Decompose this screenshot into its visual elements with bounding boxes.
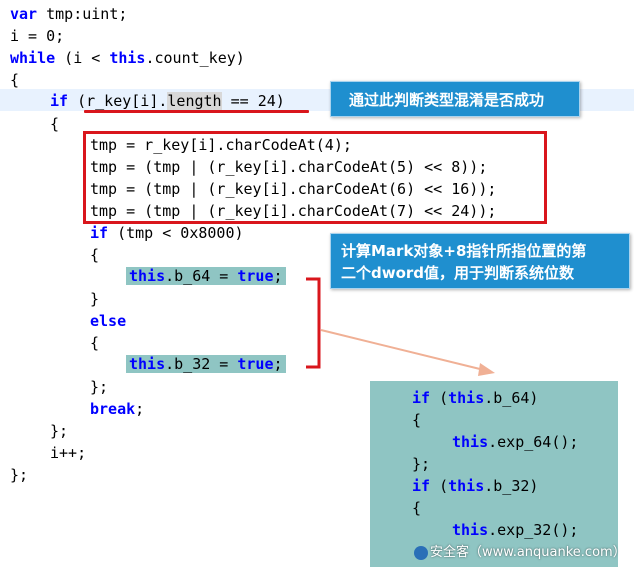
code-line-13: this.b_64 = true; [126, 266, 286, 286]
callout-compute-line1: 计算Mark对象+8指针所指位置的第 [341, 242, 587, 260]
code-line-11: if (tmp < 0x8000) [90, 224, 244, 242]
annotation-arrow-line [320, 329, 485, 371]
code-line-9: tmp = (tmp | (r_key[i].charCodeAt(6) << … [90, 180, 497, 198]
panel-line-6: { [412, 499, 422, 517]
code-line-20: }; [50, 422, 69, 440]
code-line-8: tmp = (tmp | (r_key[i].charCodeAt(5) << … [90, 158, 488, 176]
panel-line-4: }; [412, 455, 431, 473]
code-line-14: } [90, 290, 100, 308]
code-line-19: break; [90, 400, 145, 418]
code-line-2: i = 0; [10, 27, 65, 45]
code-line-12: { [90, 246, 100, 264]
watermark: 安全客（www.anquanke.com） [414, 541, 626, 560]
code-line-15: else [90, 312, 127, 330]
callout-type-confusion: 通过此判断类型混淆是否成功 [330, 81, 580, 117]
panel-line-1: if (this.b_64) [412, 389, 539, 407]
code-line-22: }; [10, 466, 29, 484]
code-line-10: tmp = (tmp | (r_key[i].charCodeAt(7) << … [90, 202, 497, 220]
panel-line-3: this.exp_64(); [452, 433, 579, 451]
branch-bracket [306, 277, 321, 369]
code-line-4: { [10, 71, 20, 89]
anquanke-logo-icon [414, 545, 428, 560]
code-line-3: while (i < this.count_key) [10, 49, 245, 67]
code-line-16: { [90, 334, 100, 352]
code-line-5: if (r_key[i].length == 24) [50, 92, 285, 110]
code-line-17: this.b_32 = true; [126, 354, 286, 374]
charcode-highlight-box [83, 131, 547, 224]
callout-compute-dword: 计算Mark对象+8指针所指位置的第 二个dword值，用于判断系统位数 [330, 233, 630, 289]
annotation-arrow-head [478, 363, 495, 376]
code-line-7: tmp = r_key[i].charCodeAt(4); [90, 136, 352, 154]
length-check-underline [84, 110, 309, 113]
code-line-21: i++; [50, 444, 87, 462]
panel-line-2: { [412, 411, 422, 429]
panel-line-7: this.exp_32(); [452, 521, 579, 539]
code-line-6: { [50, 115, 60, 133]
code-line-18: }; [90, 378, 109, 396]
code-line-1: var tmp:uint; [10, 5, 128, 23]
exploit-branch-panel [370, 381, 618, 567]
callout-compute-line2: 二个dword值，用于判断系统位数 [341, 264, 575, 282]
panel-line-5: if (this.b_32) [412, 477, 539, 495]
